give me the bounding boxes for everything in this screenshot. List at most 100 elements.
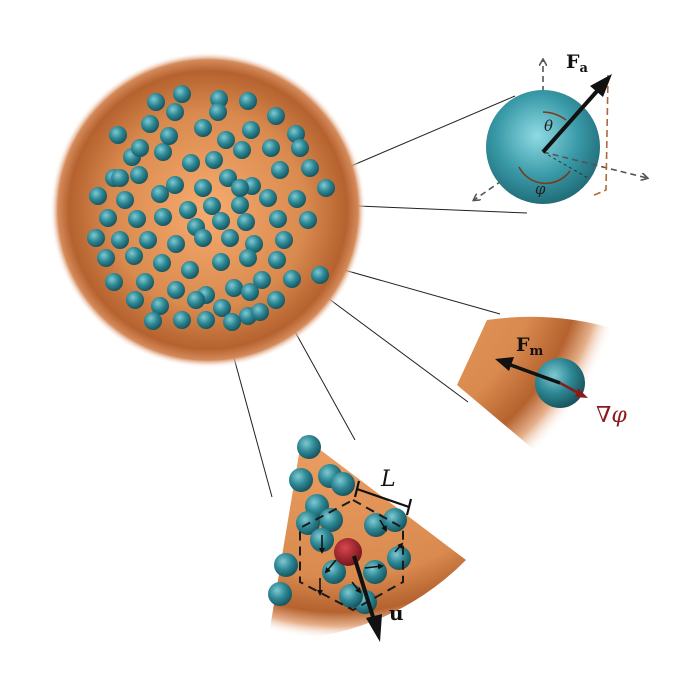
particle	[210, 90, 228, 108]
particle	[291, 139, 309, 157]
particle	[283, 270, 301, 288]
particle	[262, 139, 280, 157]
gradient-label: ∇φ	[596, 403, 627, 428]
particle	[209, 103, 227, 121]
particle	[212, 253, 230, 271]
particle	[154, 143, 172, 161]
active-force-arrowhead	[590, 74, 612, 97]
particle	[197, 311, 215, 329]
particle	[151, 185, 169, 203]
particle	[269, 210, 287, 228]
flow-particle	[331, 472, 355, 496]
particle	[231, 179, 249, 197]
particle	[233, 141, 251, 159]
particle	[287, 125, 305, 143]
particle	[126, 291, 144, 309]
phi-angle-label: φ	[535, 180, 546, 198]
particle	[147, 93, 165, 111]
particle	[136, 273, 154, 291]
magnetic-force-arrowhead	[495, 357, 514, 371]
particle	[131, 139, 149, 157]
droplet-particles	[87, 85, 335, 331]
y-axis-dashed	[542, 151, 647, 178]
particle	[182, 154, 200, 172]
particle	[288, 190, 306, 208]
flow-sector	[268, 436, 466, 641]
particle	[259, 189, 277, 207]
particle	[299, 211, 317, 229]
flow-particle	[363, 560, 387, 584]
particle	[111, 169, 129, 187]
particle	[105, 273, 123, 291]
particle	[194, 179, 212, 197]
particle	[166, 103, 184, 121]
particle	[89, 187, 107, 205]
particle	[154, 208, 172, 226]
particle	[97, 249, 115, 267]
flow-particle	[387, 546, 411, 570]
particle	[237, 213, 255, 231]
projection-line	[542, 151, 589, 179]
particle	[219, 169, 237, 187]
particle	[217, 131, 235, 149]
small-arrow	[379, 519, 388, 532]
flow-particle	[383, 508, 407, 532]
particle	[167, 281, 185, 299]
particle	[267, 107, 285, 125]
particle	[181, 261, 199, 279]
flow-particle	[297, 435, 321, 459]
leader-line-active-lower	[333, 204, 528, 214]
particle	[187, 291, 205, 309]
particle	[141, 115, 159, 133]
phi-arc	[518, 166, 571, 185]
particle	[239, 249, 257, 267]
particle	[109, 126, 127, 144]
particle	[111, 231, 129, 249]
small-arrow	[351, 581, 362, 594]
particle	[194, 229, 212, 247]
particle	[173, 85, 191, 103]
flow-particle	[322, 560, 346, 584]
magnetic-force-label: Fm	[516, 334, 544, 359]
particle	[179, 201, 197, 219]
particle	[139, 231, 157, 249]
flow-particle	[274, 553, 298, 577]
particle	[242, 121, 260, 139]
particle	[268, 251, 286, 269]
dashed-hexagon	[299, 498, 404, 612]
particle	[223, 313, 241, 331]
velocity-arrow-shaft	[352, 555, 376, 621]
small-arrow	[324, 559, 337, 574]
particle	[99, 209, 117, 227]
particle	[311, 266, 329, 284]
particle	[271, 161, 289, 179]
small-arrow	[394, 542, 404, 553]
particle	[241, 283, 259, 301]
magnetic-force-shaft	[507, 362, 561, 385]
theta-arc	[542, 111, 567, 121]
particle	[116, 191, 134, 209]
particle	[87, 229, 105, 247]
particle	[267, 291, 285, 309]
active-force-shaft	[541, 88, 600, 154]
particle	[253, 271, 271, 289]
projection-guide	[591, 74, 609, 197]
active-force-label: Fa	[566, 51, 589, 76]
particle	[194, 119, 212, 137]
particle	[125, 247, 143, 265]
leader-line-magnetic	[329, 265, 501, 315]
particle	[245, 235, 263, 253]
particle	[205, 151, 223, 169]
velocity-label: u	[389, 601, 404, 625]
flow-particle	[268, 582, 292, 606]
velocity-arrowhead	[366, 614, 382, 642]
theta-label: θ	[544, 117, 553, 135]
particle	[213, 299, 231, 317]
flow-particle	[319, 508, 343, 532]
particle	[212, 212, 230, 230]
magnetic-force-inset: Fm ∇φ	[457, 316, 627, 470]
particle	[317, 179, 335, 197]
particle	[130, 166, 148, 184]
particle	[166, 176, 184, 194]
